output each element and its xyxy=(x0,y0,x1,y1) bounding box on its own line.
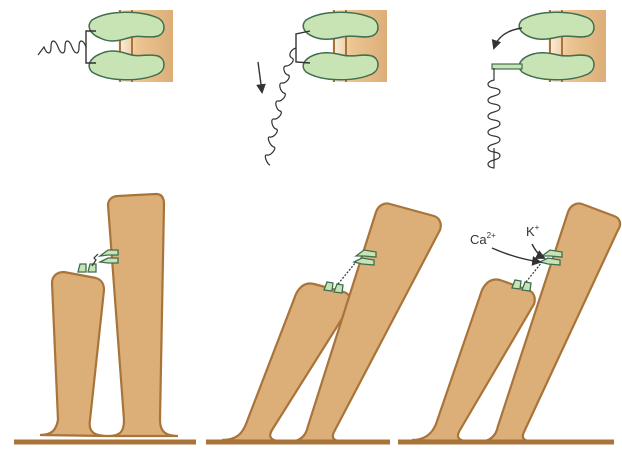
channel-panel-closed xyxy=(38,10,173,82)
calcium-influx-arrow xyxy=(492,248,540,262)
channel-panel-open xyxy=(488,10,606,168)
calcium-label: Ca2+ xyxy=(470,231,496,247)
open-gate-lever xyxy=(492,64,522,69)
stereocilia-panel-deflected xyxy=(206,203,441,442)
channel-panel-opening xyxy=(258,10,387,165)
swing-arrow xyxy=(494,28,522,48)
stereocilia-panel-resting xyxy=(14,194,196,442)
stereocilium-tall xyxy=(108,194,178,436)
gating-spring-compressed xyxy=(38,41,86,55)
pull-arrow xyxy=(258,62,262,92)
gating-spring-stretched xyxy=(265,48,296,165)
potassium-label: K+ xyxy=(526,223,540,239)
stereocilium-short xyxy=(40,272,108,436)
tip-link-stretched xyxy=(526,262,542,282)
gating-spring-hanging xyxy=(488,68,500,168)
